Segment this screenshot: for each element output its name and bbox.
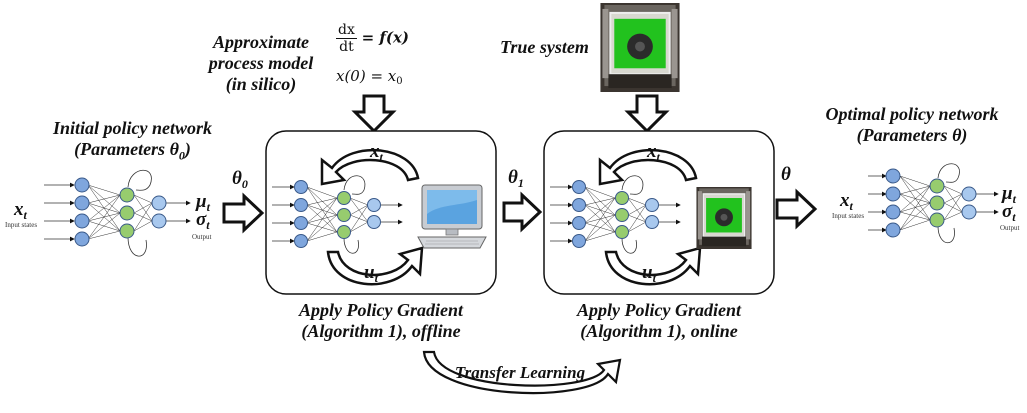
online-action-symbol: ut	[642, 262, 656, 285]
offline-action-symbol: ut	[364, 262, 378, 285]
offline-action-arrow	[326, 246, 424, 286]
arrow-down-true-system	[624, 94, 670, 134]
initial-policy-network	[44, 169, 191, 257]
optimal-input-symbol: xt	[840, 190, 853, 213]
theta-final-label: θ	[781, 164, 791, 185]
initial-input-symbol: xt	[14, 199, 27, 222]
online-state-symbol: xt	[647, 141, 660, 164]
initial-condition: x(0) = x0	[336, 67, 403, 87]
offline-network	[272, 175, 403, 254]
arrow-down-model	[351, 94, 397, 134]
arrow-theta0	[222, 192, 265, 234]
computer-icon	[417, 184, 487, 249]
optimal-sigma-symbol: σt	[1002, 201, 1016, 224]
online-state-arrow	[598, 148, 698, 186]
online-network	[550, 175, 681, 254]
arrow-theta	[775, 188, 818, 230]
transfer-learning-label: Transfer Learning	[454, 363, 586, 382]
initial-mu-symbol: μt	[196, 191, 210, 214]
offline-state-arrow	[320, 148, 420, 186]
optimal-output-label: Output	[1000, 224, 1020, 232]
transfer-learning-arrow	[422, 350, 622, 395]
arrow-theta1	[502, 191, 543, 233]
initial-sigma-symbol: σt	[196, 209, 210, 232]
optimal-input-states-label: Input states	[832, 212, 865, 220]
true-system-title: True system	[500, 37, 589, 57]
theta0-label: θ0	[232, 168, 248, 191]
initial-input-states-label: Input states	[5, 221, 38, 229]
optimal-policy-title: Optimal policy network (Parameters θ)	[825, 104, 999, 145]
optimal-policy-network	[868, 163, 999, 244]
offline-state-symbol: xt	[370, 141, 383, 164]
theta1-label: θ1	[508, 167, 524, 190]
initial-output-label: Output	[192, 233, 212, 241]
approx-model-title: Approximate process model (in silico)	[208, 32, 314, 94]
offline-caption: Apply Policy Gradient (Algorithm 1), off…	[299, 300, 463, 341]
online-caption: Apply Policy Gradient (Algorithm 1), onl…	[577, 300, 741, 341]
true-system-photo	[600, 3, 680, 92]
initial-policy-title: Initial policy network (Parameters θ0)	[52, 118, 212, 163]
online-system-photo	[695, 187, 753, 249]
optimal-mu-symbol: μt	[1002, 183, 1016, 206]
